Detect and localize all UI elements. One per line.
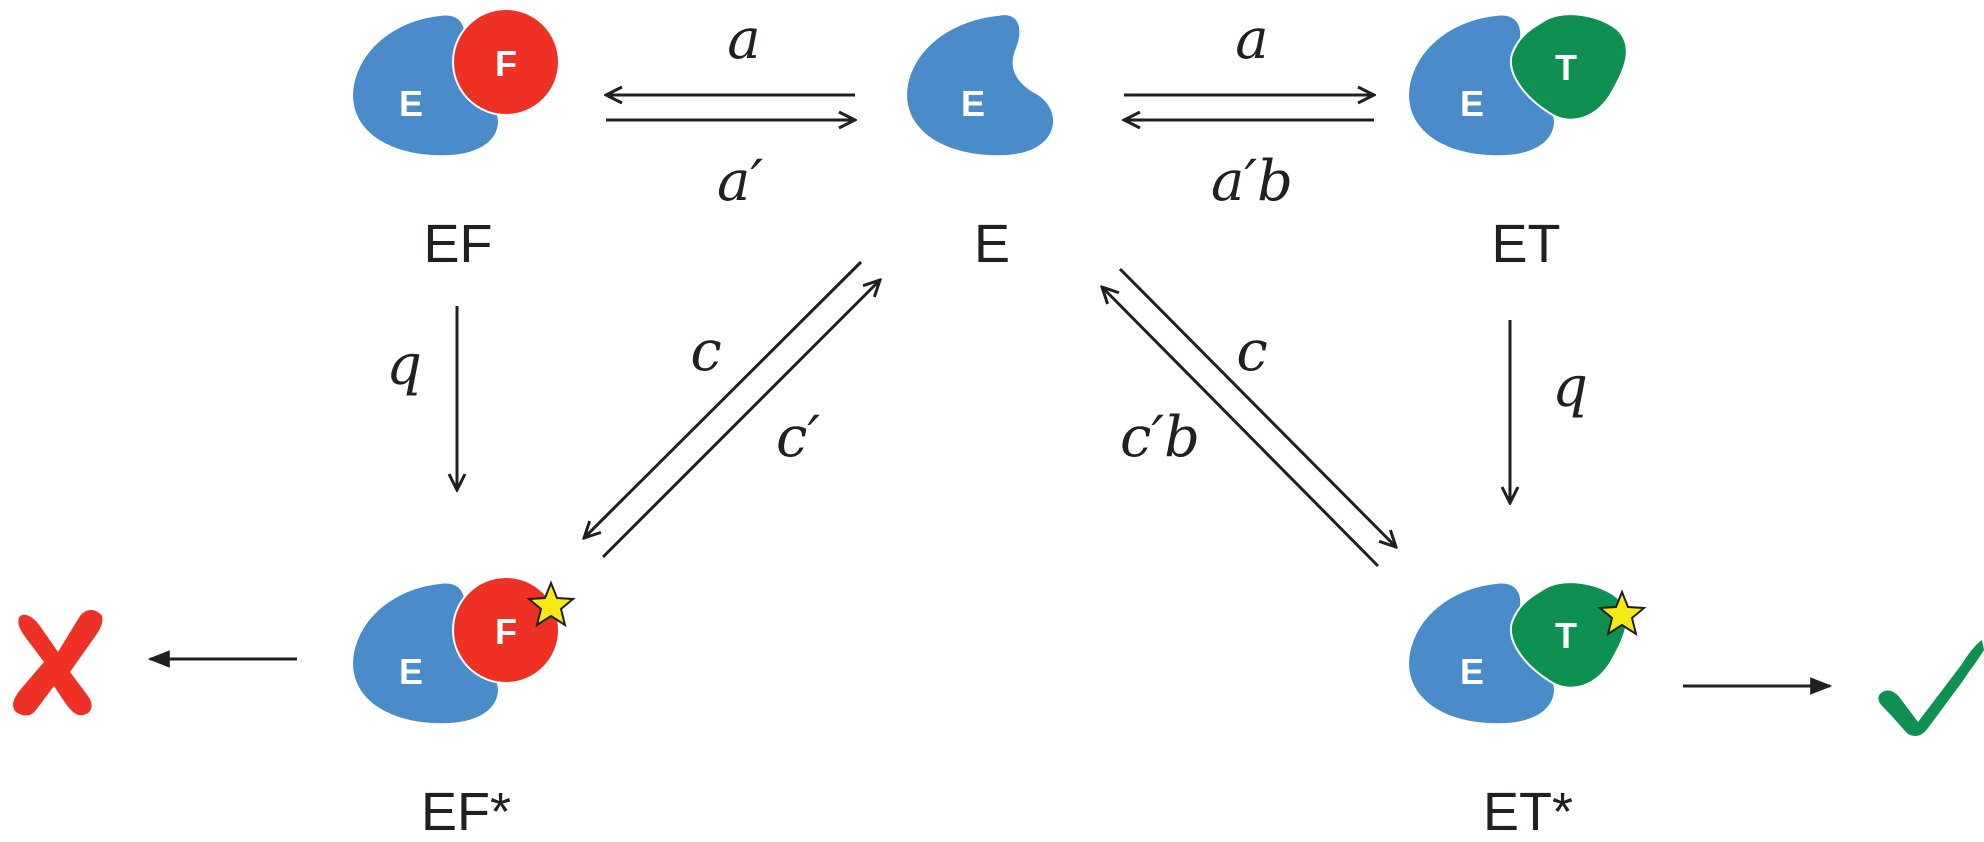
rate-e-to-et: a <box>1235 7 1268 72</box>
arrow-e-to-ef-star <box>584 262 861 538</box>
fuel-letter: F <box>495 43 517 84</box>
state-e: E E <box>907 15 1053 274</box>
rate-et-to-et-star: q <box>1552 355 1588 420</box>
rate-ef-to-ef-star: q <box>386 333 422 398</box>
check-icon <box>1878 640 1984 736</box>
state-et: E T ET <box>1409 14 1627 274</box>
rate-e-to-ef-star: c <box>690 319 721 384</box>
state-et-star: E T ET* <box>1409 582 1644 842</box>
enzyme-letter: E <box>399 651 423 692</box>
state-label-et: ET <box>1491 214 1560 274</box>
state-ef: E F EF <box>353 9 559 274</box>
arrow-ef-star-to-e <box>603 280 880 557</box>
rate-ef-to-e: a′ <box>717 149 763 214</box>
state-label-ef-star: EF* <box>421 782 511 842</box>
fuel-letter: F <box>495 611 517 652</box>
enzyme-letter: E <box>1460 651 1484 692</box>
rate-e-to-ef: a <box>727 7 760 72</box>
rate-ef-star-to-e: c′ <box>776 405 820 470</box>
enzyme-letter: E <box>961 83 985 124</box>
rate-et-star-to-e: c′b <box>1120 405 1200 470</box>
rate-e-to-et-star: c <box>1236 319 1267 384</box>
state-label-e: E <box>974 214 1010 274</box>
rate-et-to-e: a′b <box>1211 149 1293 214</box>
cross-icon <box>13 610 102 716</box>
enzyme-blob: E <box>907 15 1053 155</box>
state-ef-star: E F EF* <box>353 577 573 842</box>
target-letter: T <box>1555 47 1577 88</box>
target-letter: T <box>1555 615 1577 656</box>
enzyme-letter: E <box>399 83 423 124</box>
state-label-et-star: ET* <box>1483 782 1573 842</box>
state-label-ef: EF <box>423 214 492 274</box>
enzyme-letter: E <box>1460 83 1484 124</box>
